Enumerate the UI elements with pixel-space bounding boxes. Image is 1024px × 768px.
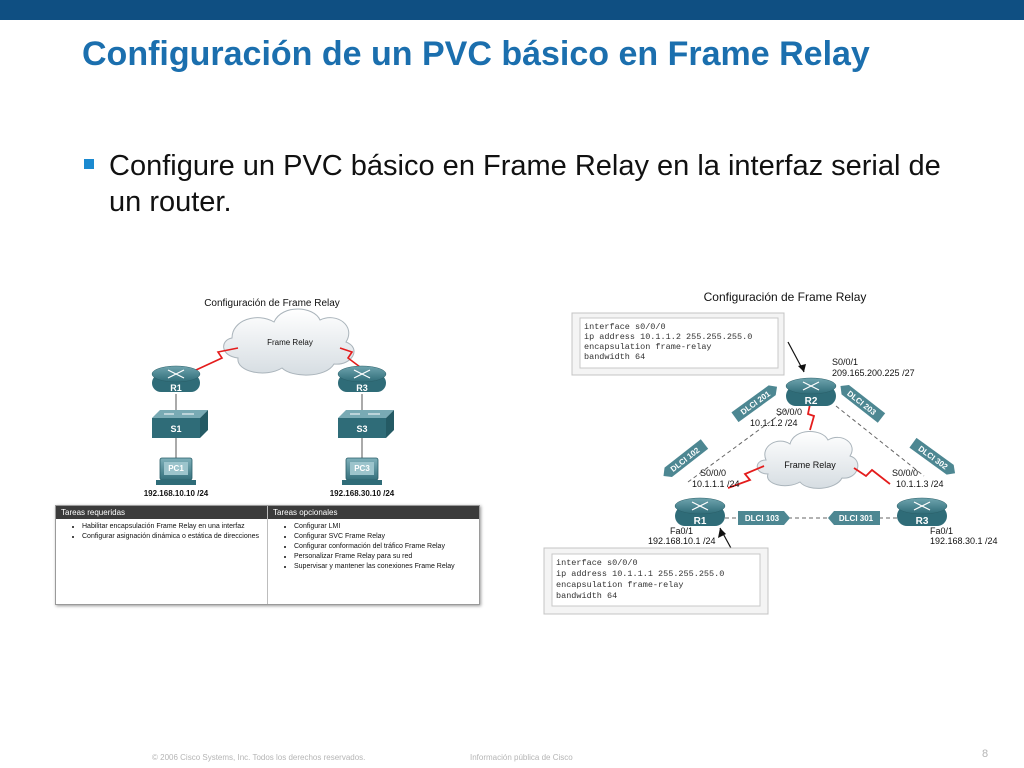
config-line: bandwidth 64	[584, 352, 645, 362]
config-line: bandwidth 64	[556, 591, 617, 601]
left-topology-figure: Configuración de Frame Relay Frame Relay…	[144, 298, 395, 498]
r3-fa01-ip: 192.168.30.1 /24	[930, 536, 998, 546]
dlci-103-label: DLCI 103	[745, 514, 780, 523]
pc1-address: 192.168.10.10 /24	[144, 489, 209, 498]
dlci-203-label: DLCI 203	[845, 389, 878, 418]
dlci-302-label: DLCI 302	[916, 444, 949, 472]
router-icon	[674, 497, 726, 526]
pvc-link-r2-r3	[835, 405, 925, 477]
right-figure-title: Configuración de Frame Relay	[704, 290, 867, 304]
required-task-item: Habilitar encapsulación Frame Relay en u…	[82, 522, 263, 532]
pc-icon	[342, 457, 382, 485]
top-bar	[0, 0, 1024, 20]
footer-copyright: © 2006 Cisco Systems, Inc. Todos los der…	[152, 753, 366, 762]
cloud-icon	[223, 308, 355, 376]
pc-pc1[interactable]: PC1	[156, 457, 196, 485]
dlci-201-label: DLCI 201	[739, 389, 772, 417]
footer-info: Información pública de Cisco	[470, 753, 573, 762]
router-r1[interactable]: R1	[674, 497, 726, 527]
router-icon	[151, 365, 201, 392]
config-box-r1: interface s0/0/0 ip address 10.1.1.1 255…	[543, 547, 769, 615]
optional-task-item: Configurar conformación del tráfico Fram…	[294, 542, 475, 552]
page-number: 8	[982, 748, 989, 760]
r1-label: R1	[170, 383, 182, 393]
optional-task-item: Supervisar y mantener las conexiones Fra…	[294, 562, 475, 572]
required-tasks-header: Tareas requeridas	[56, 506, 267, 519]
router-r3[interactable]: R3	[337, 365, 387, 393]
r1-fa01-ip: 192.168.10.1 /24	[648, 536, 716, 546]
router-icon	[785, 377, 837, 406]
dlci-301-tag: DLCI 301	[828, 511, 880, 525]
s1-label: S1	[170, 424, 181, 434]
r2-s001-label: S0/0/1	[832, 357, 858, 367]
r2-label: R2	[805, 396, 818, 407]
pc3-address: 192.168.30.10 /24	[330, 489, 395, 498]
serial-link-icon	[806, 403, 816, 431]
r3-fa01-label: Fa0/1	[930, 526, 953, 536]
router-r1[interactable]: R1	[151, 365, 201, 393]
r2-s000-ip: 10.1.1.2 /24	[750, 418, 798, 428]
optional-task-item: Configurar SVC Frame Relay	[294, 532, 475, 542]
optional-task-item: Configurar LMI	[294, 522, 475, 532]
slide-title: Configuración de un PVC básico en Frame …	[82, 35, 870, 73]
left-cloud-label: Frame Relay	[267, 338, 313, 347]
dlci-102-label: DLCI 102	[669, 445, 702, 474]
r3-label: R3	[356, 383, 368, 393]
right-topology-figure: Configuración de Frame Relay interface s…	[543, 290, 998, 615]
switch-icon	[152, 410, 208, 438]
pc-icon	[156, 457, 196, 485]
serial-link-icon	[853, 467, 891, 485]
r3-s000-label: S0/0/0	[892, 468, 918, 478]
arrow-icon	[787, 341, 806, 373]
tasks-table: Tareas requeridas Habilitar encapsulació…	[55, 505, 480, 605]
router-icon	[337, 365, 387, 392]
dlci-203-tag: DLCI 203	[840, 384, 886, 423]
required-task-item: Configurar asignación dinámica o estátic…	[82, 532, 263, 542]
dlci-301-label: DLCI 301	[839, 514, 874, 523]
r1-s000-ip: 10.1.1.1 /24	[692, 479, 740, 489]
r1-label: R1	[694, 516, 707, 527]
serial-link-icon	[339, 347, 365, 371]
dlci-201-tag: DLCI 201	[731, 385, 778, 423]
pc3-label: PC3	[354, 464, 370, 473]
optional-task-item: Personalizar Frame Relay para su red	[294, 552, 475, 562]
switch-s1[interactable]: S1	[152, 410, 208, 438]
r3-label: R3	[916, 516, 929, 527]
config-box-r2: interface s0/0/0 ip address 10.1.1.2 255…	[571, 312, 785, 376]
serial-link-icon	[727, 465, 765, 489]
left-figure-title: Configuración de Frame Relay	[204, 298, 340, 309]
r2-s001-ip: 209.165.200.225 /27	[832, 368, 915, 378]
optional-tasks-header: Tareas opcionales	[268, 506, 479, 519]
pc-pc3[interactable]: PC3	[342, 457, 382, 485]
config-line: encapsulation frame-relay	[584, 342, 712, 352]
config-line: ip address 10.1.1.2 255.255.255.0	[584, 332, 752, 342]
router-icon	[896, 497, 948, 526]
optional-tasks-column: Tareas opcionales Configurar LMI Configu…	[268, 506, 479, 604]
pvc-link-r1-r2	[687, 409, 787, 483]
square-bullet-icon	[84, 159, 94, 169]
config-line: ip address 10.1.1.1 255.255.255.0	[556, 569, 724, 579]
switch-icon	[338, 410, 394, 438]
config-line: encapsulation frame-relay	[556, 580, 684, 590]
dlci-103-tag: DLCI 103	[738, 511, 790, 525]
switch-s3[interactable]: S3	[338, 410, 394, 438]
arrow-icon	[718, 527, 733, 551]
r1-fa01-label: Fa0/1	[670, 526, 693, 536]
router-r2[interactable]: R2	[785, 377, 837, 407]
pc1-label: PC1	[168, 464, 184, 473]
config-line: interface s0/0/0	[556, 558, 638, 568]
r3-s000-ip: 10.1.1.3 /24	[896, 479, 944, 489]
s3-label: S3	[356, 424, 367, 434]
required-tasks-column: Tareas requeridas Habilitar encapsulació…	[56, 506, 268, 604]
serial-link-icon	[195, 347, 239, 371]
bullet-item: Configure un PVC básico en Frame Relay e…	[84, 148, 974, 220]
r1-s000-label: S0/0/0	[700, 468, 726, 478]
config-line: interface s0/0/0	[584, 322, 666, 332]
router-r3[interactable]: R3	[896, 497, 948, 527]
bullet-text: Configure un PVC básico en Frame Relay e…	[109, 150, 941, 218]
r2-s000-label: S0/0/0	[776, 407, 802, 417]
right-cloud-label: Frame Relay	[784, 460, 836, 470]
